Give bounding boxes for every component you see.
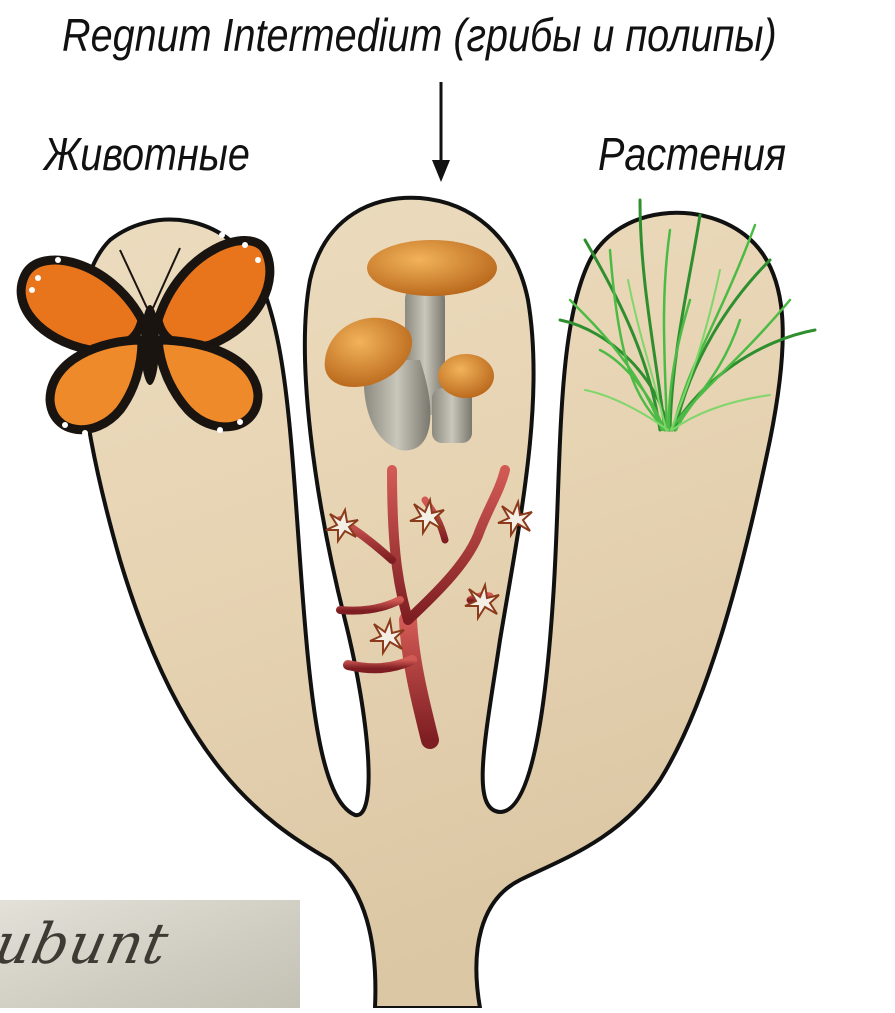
manuscript-text: ubunt [0,912,174,977]
branch-label-animals: Животные [44,127,250,181]
down-arrow-icon [432,82,450,182]
branch-label-plants: Растения [598,127,786,181]
diagram-title: Regnum Intermedium (грибы и полипы) [62,8,777,62]
